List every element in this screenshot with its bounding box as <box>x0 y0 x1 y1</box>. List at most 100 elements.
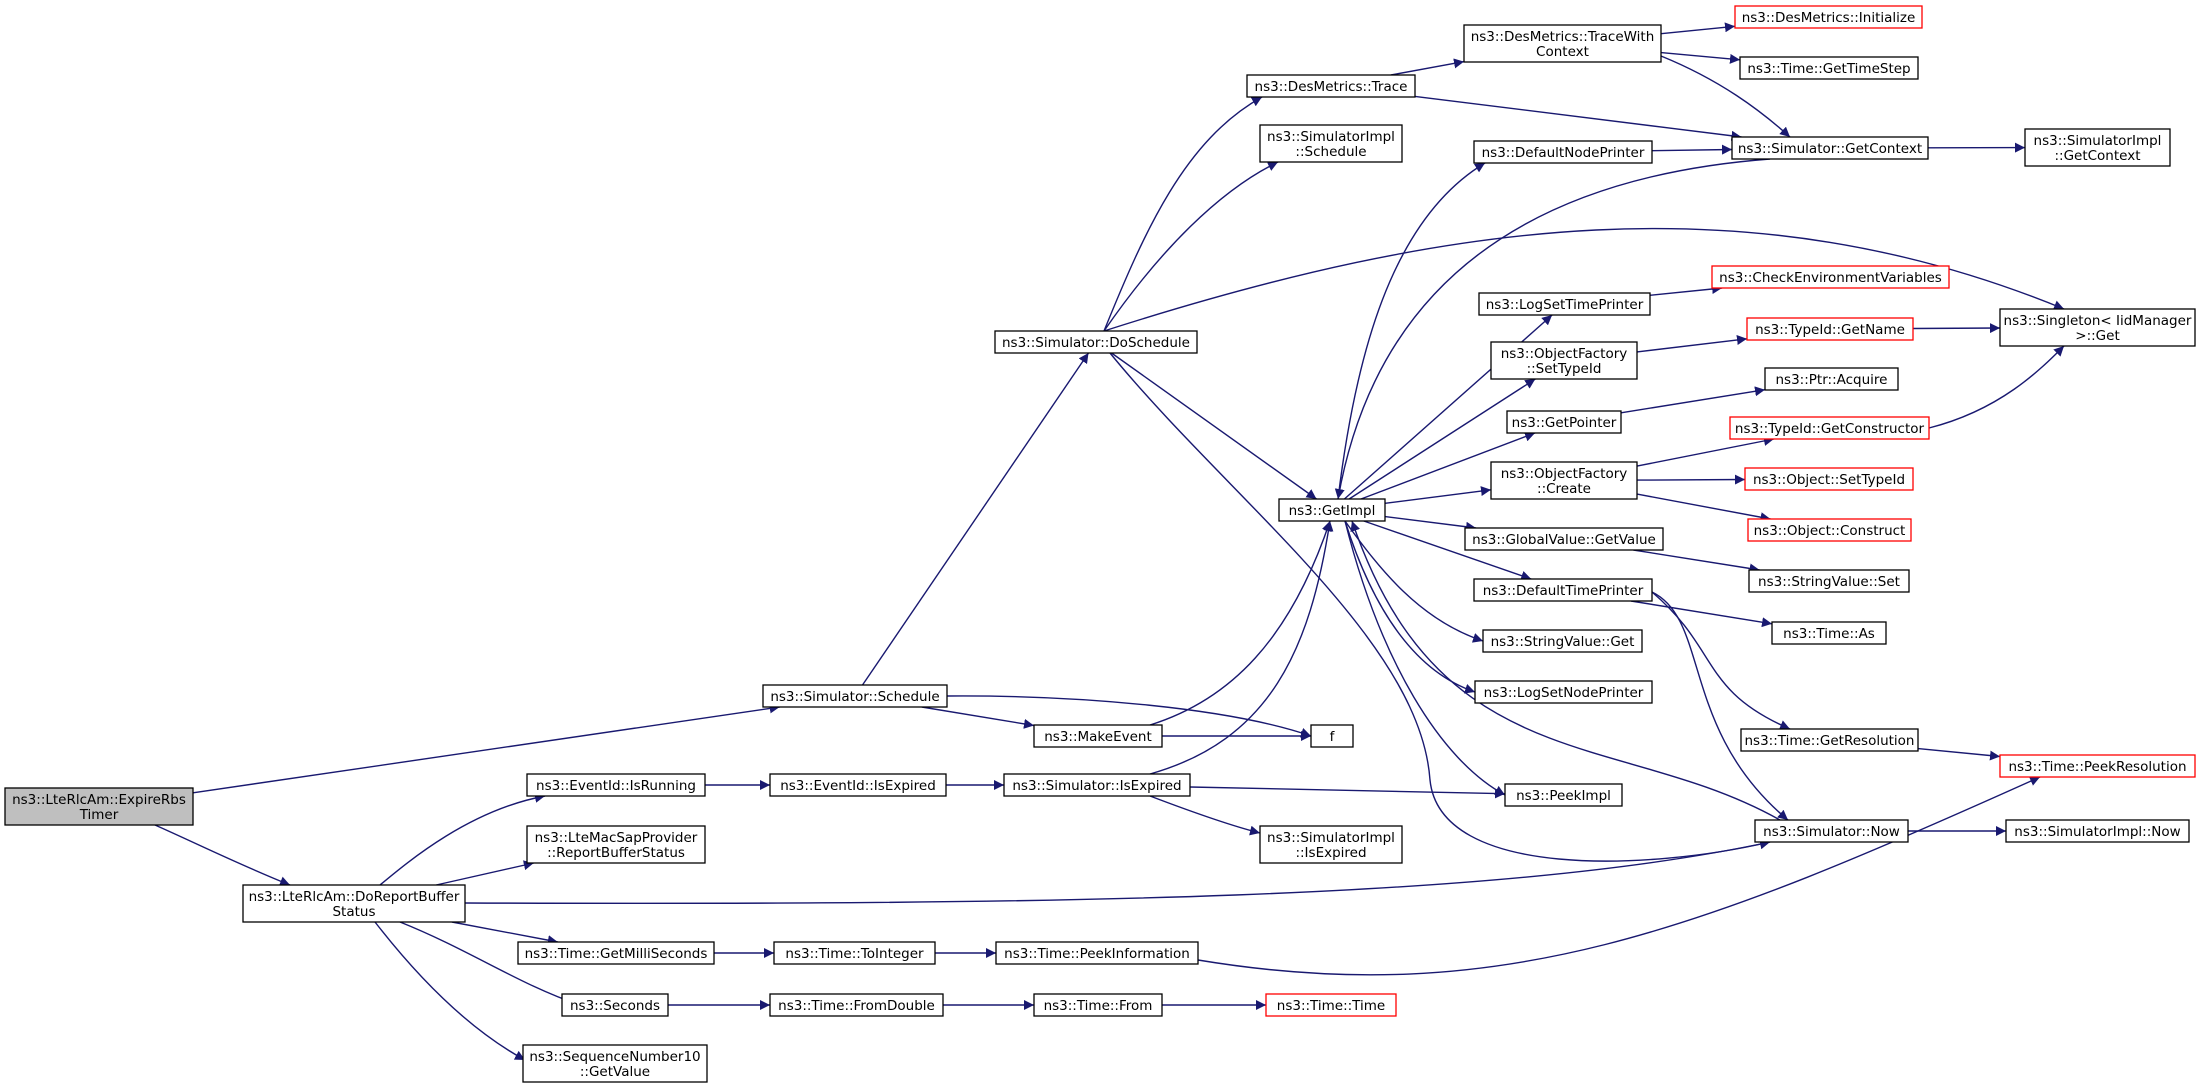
node-typeid-getconstructor[interactable]: ns3::TypeId::GetConstructor <box>1729 416 1930 440</box>
node-getimpl[interactable]: ns3::GetImpl <box>1278 498 1386 522</box>
node-object-settypeid[interactable]: ns3::Object::SetTypeId <box>1744 467 1914 491</box>
node-label: ns3::DesMetrics::Trace <box>1255 79 1408 95</box>
node-stringvalue-set[interactable]: ns3::StringValue::Set <box>1748 569 1910 593</box>
node-eventid-isrunning[interactable]: ns3::EventId::IsRunning <box>526 773 706 797</box>
node-checkenv[interactable]: ns3::CheckEnvironmentVariables <box>1711 265 1950 289</box>
node-time-peekresolution[interactable]: ns3::Time::PeekResolution <box>1999 754 2196 778</box>
edge-simulator_schedule-to-simulator_doschedule <box>861 352 1090 686</box>
edge-simulator_schedule-to-makeevent <box>921 706 1035 729</box>
node-time-gettimestep[interactable]: ns3::Time::GetTimeStep <box>1739 56 1919 80</box>
node-label: f <box>1330 729 1336 745</box>
node-label: ns3::ObjectFactory <box>1501 346 1628 362</box>
node-seqnum10-getvalue[interactable]: ns3::SequenceNumber10::GetValue <box>522 1044 708 1083</box>
node-label: >::Get <box>2075 328 2119 344</box>
node-simulator-doschedule[interactable]: ns3::Simulator::DoSchedule <box>994 330 1198 354</box>
edge-globalvalue_getvalue-to-stringvalue_set <box>1633 549 1760 574</box>
node-label: ns3::Simulator::Schedule <box>770 689 939 705</box>
node-box <box>1463 24 1662 63</box>
node-eventid-isexpired[interactable]: ns3::EventId::IsExpired <box>769 773 947 797</box>
node-label: ns3::PeekImpl <box>1516 788 1611 804</box>
node-simimpl-getcontext[interactable]: ns3::SimulatorImpl::GetContext <box>2024 128 2171 167</box>
node-objfactory-create[interactable]: ns3::ObjectFactory::Create <box>1490 461 1638 500</box>
node-time-peekinformation[interactable]: ns3::Time::PeekInformation <box>995 941 1199 965</box>
node-box <box>773 941 936 965</box>
node-label: ns3::DefaultTimePrinter <box>1483 583 1644 599</box>
node-globalvalue-getvalue[interactable]: ns3::GlobalValue::GetValue <box>1464 527 1664 551</box>
node-simulator-schedule[interactable]: ns3::Simulator::Schedule <box>762 684 948 708</box>
node-box <box>1003 773 1191 797</box>
node-time-getmilliseconds[interactable]: ns3::Time::GetMilliSeconds <box>517 941 715 965</box>
node-singleton-get[interactable]: ns3::Singleton< IidManager>::Get <box>1999 308 2196 347</box>
node-getpointer[interactable]: ns3::GetPointer <box>1506 410 1622 434</box>
node-box <box>1473 140 1653 164</box>
node-label: ns3::Time::ToInteger <box>785 946 924 962</box>
node-desmetrics-initialize[interactable]: ns3::DesMetrics::Initialize <box>1734 5 1923 29</box>
node-makeevent[interactable]: ns3::MakeEvent <box>1033 724 1163 748</box>
node-time-tointeger[interactable]: ns3::Time::ToInteger <box>773 941 936 965</box>
node-label: ns3::LogSetNodePrinter <box>1484 685 1644 701</box>
node-label: ns3::Simulator::Now <box>1763 824 1900 840</box>
edge-getimpl-to-globalvalue_getvalue <box>1384 515 1477 532</box>
node-box <box>526 773 706 797</box>
node-time-from[interactable]: ns3::Time::From <box>1033 993 1163 1017</box>
node-desmetrics-trace[interactable]: ns3::DesMetrics::Trace <box>1246 74 1416 98</box>
node-ptr-acquire[interactable]: ns3::Ptr::Acquire <box>1764 367 1899 391</box>
node-defaultnodeprinter[interactable]: ns3::DefaultNodePrinter <box>1473 140 1653 164</box>
node-box <box>4 787 194 826</box>
edge-typeid_getconstructor-to-singleton_get <box>1928 345 2065 429</box>
node-box <box>1490 461 1638 500</box>
node-label: ns3::Object::Construct <box>1754 523 1906 539</box>
node-f[interactable]: f <box>1310 724 1354 748</box>
node-simulator-now[interactable]: ns3::Simulator::Now <box>1754 819 1909 843</box>
node-seconds[interactable]: ns3::Seconds <box>561 993 669 1017</box>
edge-desmetrics_tracewith-to-time_gettimestep <box>1660 51 1741 64</box>
node-label: ns3::TypeId::GetName <box>1755 322 1905 338</box>
node-label: ns3::GetImpl <box>1289 503 1376 519</box>
edge-do_report_buffer_status-to-seqnum10_getvalue <box>374 921 526 1061</box>
node-box <box>2024 128 2171 167</box>
edge-objfactory_settypeid-to-typeid_getname <box>1636 335 1748 353</box>
node-box <box>517 941 715 965</box>
node-time-time[interactable]: ns3::Time::Time <box>1265 993 1397 1017</box>
edge-do_report_buffer_status-to-time_getmilliseconds <box>451 921 558 946</box>
node-defaulttimeprinter[interactable]: ns3::DefaultTimePrinter <box>1473 578 1653 602</box>
node-stringvalue-get[interactable]: ns3::StringValue::Get <box>1482 629 1643 653</box>
node-simimpl-isexpired[interactable]: ns3::SimulatorImpl::IsExpired <box>1259 825 1403 864</box>
node-object-construct[interactable]: ns3::Object::Construct <box>1747 518 1912 542</box>
edge-layer <box>154 22 2065 1061</box>
edge-typeid_getname-to-singleton_get <box>1912 323 2001 334</box>
node-peekimpl[interactable]: ns3::PeekImpl <box>1504 783 1623 807</box>
node-logsettimeprinter[interactable]: ns3::LogSetTimePrinter <box>1478 292 1651 316</box>
node-label: ::GetValue <box>580 1064 650 1080</box>
node-time-getresolution[interactable]: ns3::Time::GetResolution <box>1740 728 1919 752</box>
node-label: ::SetTypeId <box>1527 361 1602 377</box>
node-label: ns3::EventId::IsExpired <box>780 778 936 794</box>
node-simulator-isexpired[interactable]: ns3::Simulator::IsExpired <box>1003 773 1191 797</box>
node-label: ns3::Time::GetResolution <box>1744 733 1914 749</box>
node-box <box>1771 621 1887 645</box>
node-box <box>995 941 1199 965</box>
node-time-as[interactable]: ns3::Time::As <box>1771 621 1887 645</box>
node-label: ns3::MakeEvent <box>1044 729 1152 745</box>
node-ltemacsap[interactable]: ns3::LteMacSapProvider::ReportBufferStat… <box>526 825 706 864</box>
node-time-fromdouble[interactable]: ns3::Time::FromDouble <box>769 993 944 1017</box>
edge-do_report_buffer_status-to-ltemacsap <box>436 860 534 886</box>
node-objfactory-settypeid[interactable]: ns3::ObjectFactory::SetTypeId <box>1490 341 1638 380</box>
node-box <box>1033 724 1163 748</box>
node-logsetnodeprinter[interactable]: ns3::LogSetNodePrinter <box>1474 680 1653 704</box>
edge-simulator_getcontext-to-getimpl <box>1334 158 1771 500</box>
node-box <box>1473 578 1653 602</box>
node-simimpl-now[interactable]: ns3::SimulatorImpl::Now <box>2005 819 2190 843</box>
edge-simulator_doschedule-to-simimpl_schedule <box>1103 161 1279 332</box>
node-box <box>1490 341 1638 380</box>
node-typeid-getname[interactable]: ns3::TypeId::GetName <box>1746 317 1914 341</box>
node-simimpl-schedule[interactable]: ns3::SimulatorImpl::Schedule <box>1259 124 1403 163</box>
node-label: ns3::StringValue::Get <box>1491 634 1635 650</box>
node-label: ns3::EventId::IsRunning <box>536 778 696 794</box>
edge-simulator_isexpired-to-peekimpl <box>1189 786 1506 799</box>
node-box <box>1746 317 1914 341</box>
node-simulator-getcontext[interactable]: ns3::Simulator::GetContext <box>1731 136 1929 160</box>
